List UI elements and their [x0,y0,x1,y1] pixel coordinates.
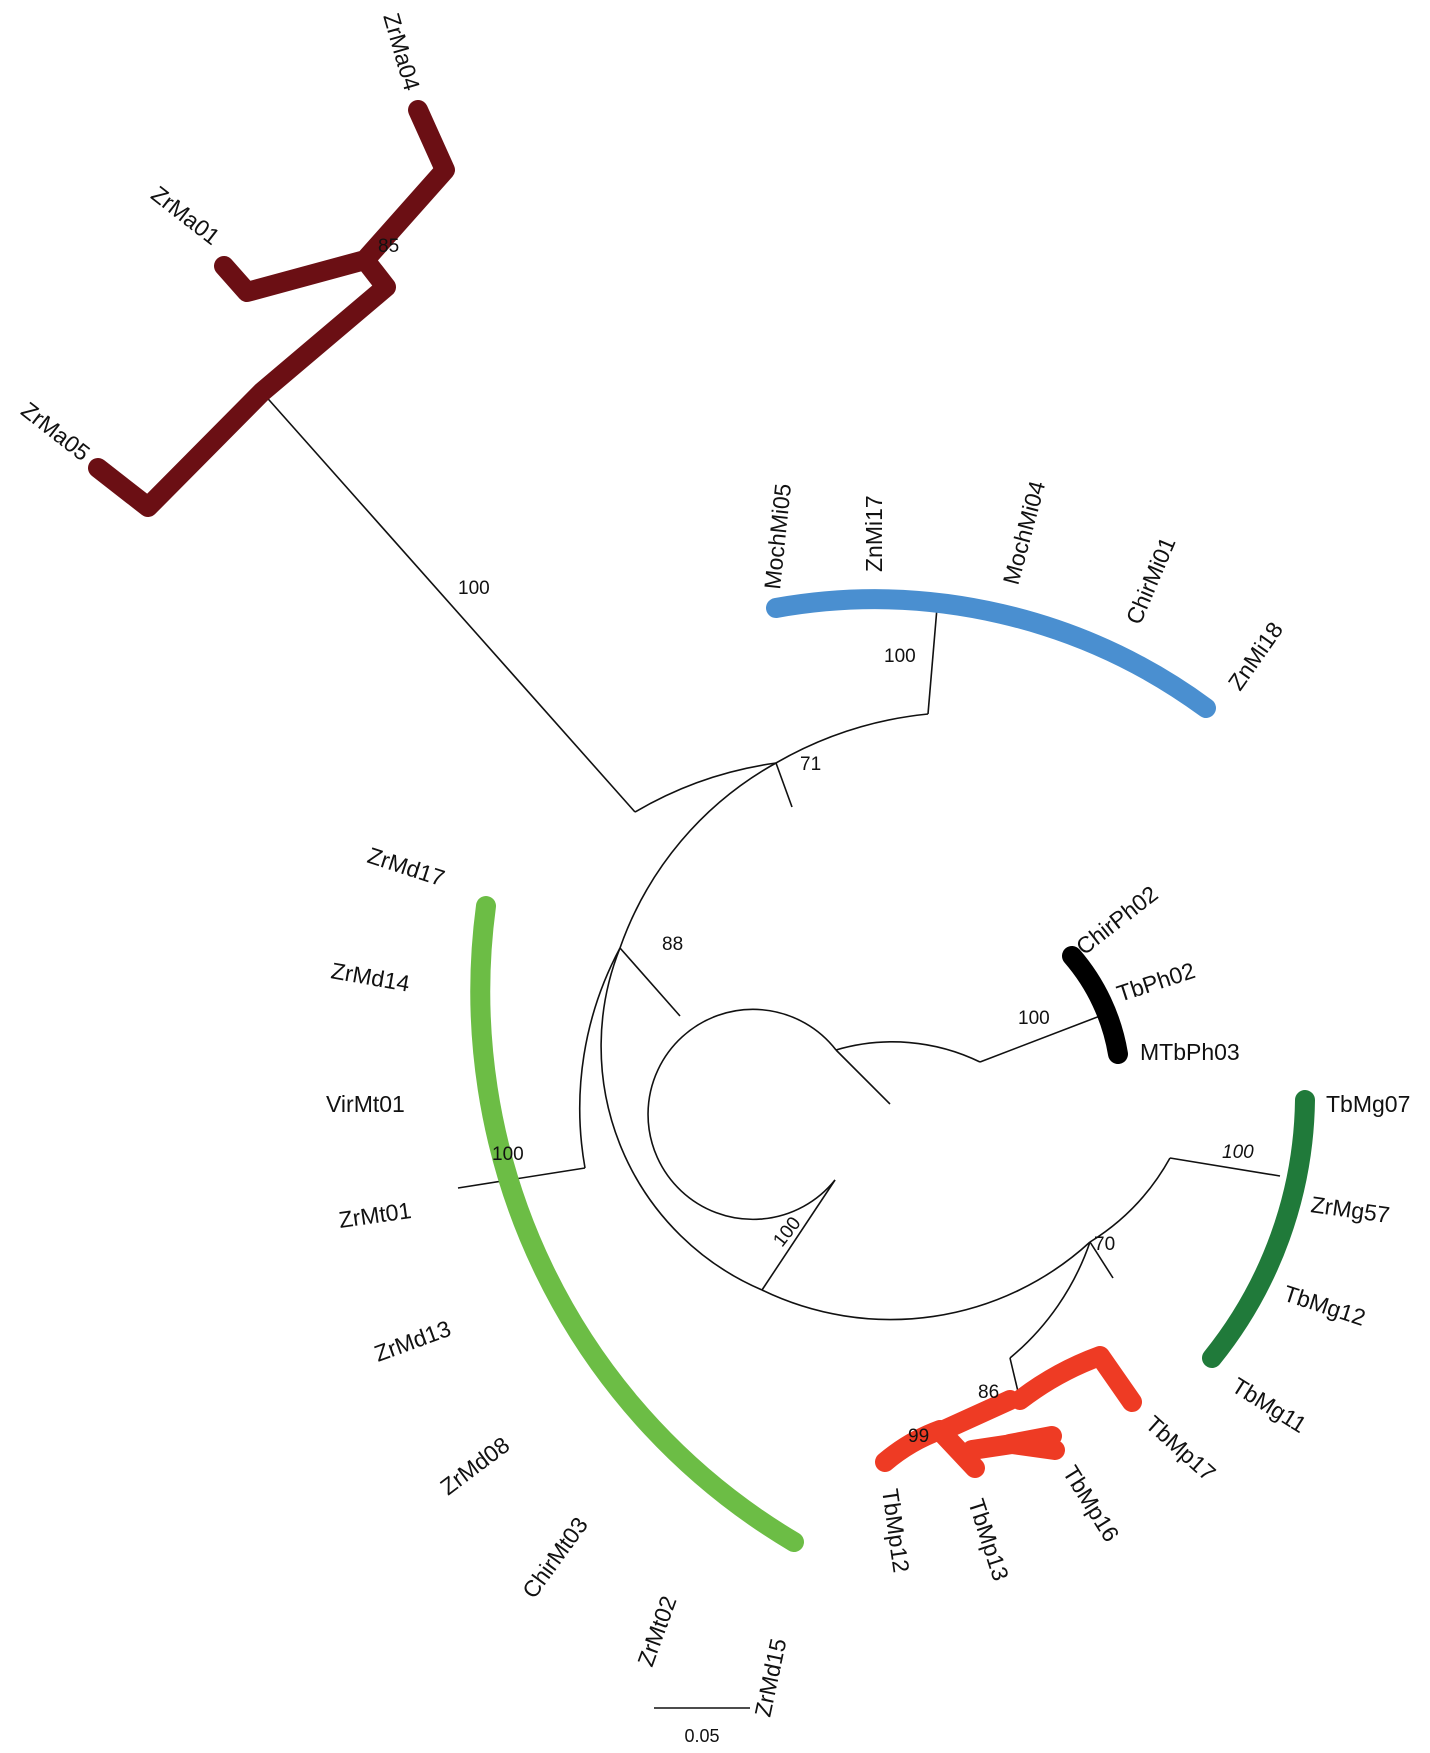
support-mg-mp: 70 [1094,1234,1115,1255]
tip-label-ZnMi17: ZnMi17 [861,495,887,572]
big-clade-arc [600,947,763,1291]
clade-md [470,896,804,1552]
tip-label-ZrMg57: ZrMg57 [1309,1191,1391,1228]
md-group-arc [619,762,777,949]
tip-label-TbMg11: TbMg11 [1227,1372,1311,1438]
branch-to-md-group [619,947,681,1017]
support-mi-ma: 71 [800,754,821,775]
clade-mi [766,589,1216,718]
support-ma-stem: 100 [458,578,490,599]
tip-label-ZrMt02: ZrMt02 [632,1592,681,1669]
clade-mi-arc [766,589,1216,718]
branch-to-mi-clade [927,595,939,715]
tip-label-ChirMt03: ChirMt03 [517,1512,593,1603]
clade-ph [1062,946,1128,1064]
tip-label-TbPh02: TbPh02 [1114,957,1199,1007]
tip-label-ZrMa04: ZrMa04 [378,10,425,94]
tip-label-ZrMa05: ZrMa05 [16,397,94,466]
tip-label-VirMt01: VirMt01 [326,1091,405,1117]
support-big: 100 [769,1213,805,1251]
tip-label-TbMg07: TbMg07 [1326,1091,1410,1117]
tip-label-ChirMi01: ChirMi01 [1121,533,1181,628]
tip-label-ZrMt01: ZrMt01 [337,1197,413,1233]
tip-label-ZrMd15: ZrMd15 [749,1636,791,1719]
scale-bar-label: 0.05 [684,1726,719,1746]
support-values: 85 100 100 71 88 100 100 100 70 86 99 10… [378,236,1254,1447]
tip-label-TbMp13: TbMp13 [963,1496,1014,1584]
mi-ma-arc [634,762,777,813]
clade-mp [875,1346,1142,1478]
support-mp: 86 [978,1382,999,1403]
clade-mp-branches [875,1346,1142,1478]
clade-ph-arc [1062,946,1128,1064]
tip-label-ZrMa01: ZrMa01 [146,181,224,250]
root-stub [835,1049,891,1105]
branch-to-ph-clade [979,1015,1101,1063]
support-ma: 85 [378,236,399,257]
support-md-group: 88 [662,934,683,955]
branch-to-md-clade [457,1167,586,1189]
branch-to-mg-mp [1089,1241,1114,1279]
tip-label-ChirPh02: ChirPh02 [1071,880,1163,960]
tip-label-MTbPh03: MTbPh03 [1140,1039,1240,1065]
tip-label-ZnMi18: ZnMi18 [1223,617,1288,695]
clade-mg-arc [1202,1090,1315,1368]
clade-ma-branches [88,100,455,517]
scale-bar: 0.05 [654,1707,750,1746]
tip-label-TbMp16: TbMp16 [1058,1461,1125,1546]
support-mg: 100 [1222,1142,1254,1163]
branch-to-ma-clade [261,391,636,813]
support-mi: 100 [884,646,916,667]
tip-label-ZrMd14: ZrMd14 [329,957,412,996]
tip-label-ZrMd17: ZrMd17 [364,842,447,891]
branch-to-mi-ma [775,762,793,808]
clade-md-arc [470,896,804,1552]
tip-label-TbMp12: TbMp12 [877,1487,914,1574]
tip-label-MochMi04: MochMi04 [998,478,1051,587]
big-clade-lower-arc [761,1241,1091,1321]
root-arc [647,1008,837,1221]
tip-label-ZrMd08: ZrMd08 [435,1432,514,1500]
branch-to-big-clade [761,1179,836,1291]
mg-mp-arc [1089,1157,1171,1243]
support-mp-inner: 99 [908,1426,929,1447]
branch-to-mg-clade [1169,1157,1281,1177]
tip-label-TbMp17: TbMp17 [1141,1410,1221,1486]
support-ph: 100 [1018,1008,1050,1029]
tip-label-TbMg12: TbMg12 [1280,1280,1368,1331]
support-md: 100 [492,1144,524,1165]
clade-mg [1202,1090,1315,1368]
ph-stub-arc [835,1041,981,1063]
mg-mp-lower-arc [1009,1241,1091,1359]
tip-label-MochMi05: MochMi05 [759,482,796,590]
backbone-branches [261,391,1281,1401]
md-group-lower-arc [578,947,621,1169]
tip-label-ZrMd13: ZrMd13 [371,1315,454,1367]
clade-ma [88,100,455,517]
mi-ma-right-arc [775,713,929,764]
